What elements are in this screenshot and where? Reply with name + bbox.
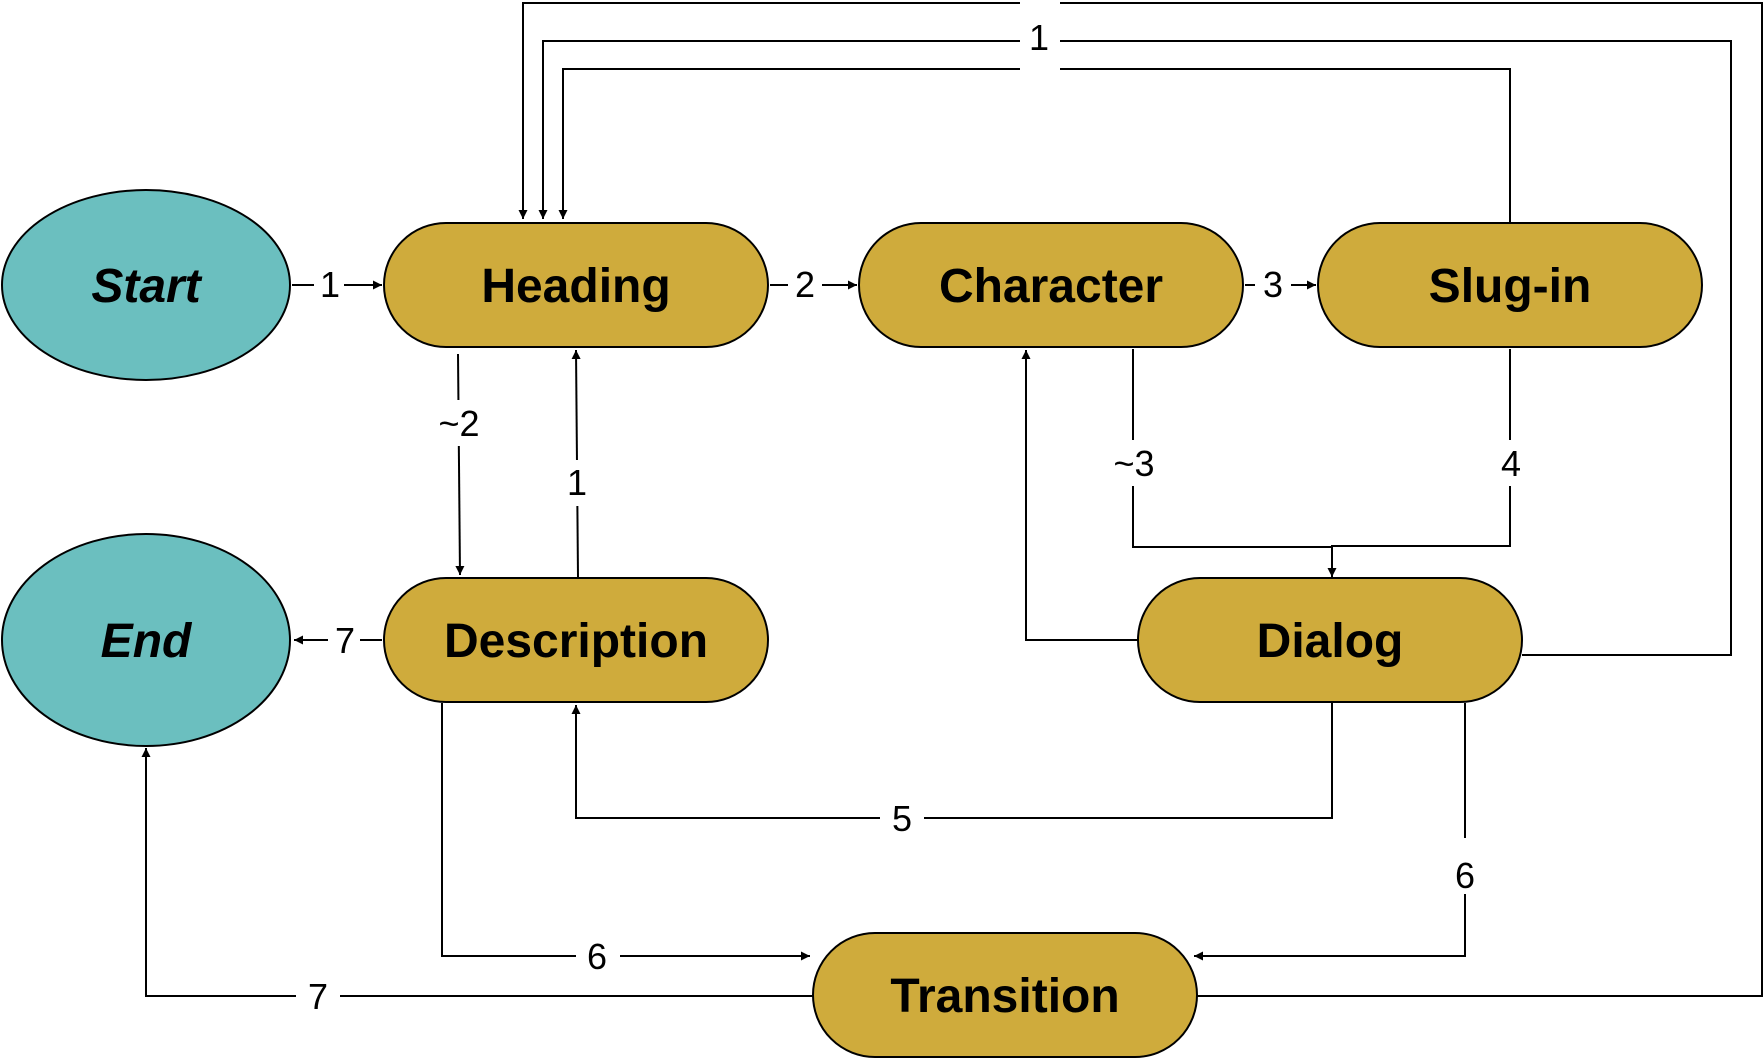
node-start-label: Start — [91, 260, 202, 313]
edge-label-heading-character: 2 — [795, 264, 815, 305]
node-start: Start — [1, 189, 291, 381]
edge-label-start-heading: 1 — [320, 264, 340, 305]
edge-transition-end — [141, 748, 813, 997]
node-dialog-label: Dialog — [1257, 615, 1404, 668]
edge-label-loop-heading: 1 — [1029, 17, 1049, 58]
node-transition: Transition — [812, 932, 1198, 1058]
edge-label-character-slugin: 3 — [1263, 264, 1283, 305]
edge-dialog-character — [1021, 350, 1138, 641]
edge-label-description-heading: 1 — [567, 462, 587, 503]
edge-label-transition-end: 7 — [308, 976, 328, 1017]
node-transition-label: Transition — [890, 970, 1119, 1023]
edge-dialog-transition — [1194, 703, 1466, 961]
edge-slugin-heading — [558, 68, 1511, 222]
edge-label-description-end: 7 — [335, 620, 355, 661]
edge-slugin-dialog — [1327, 349, 1511, 577]
edge-heading-description — [455, 353, 465, 576]
edge-description-transition — [441, 703, 810, 961]
node-slugin-label: Slug-in — [1429, 260, 1592, 313]
edge-label-description-transition: 6 — [587, 936, 607, 977]
node-character: Character — [858, 222, 1244, 348]
node-description-label: Description — [444, 615, 708, 668]
edge-label-heading-description: ~2 — [438, 403, 479, 444]
node-heading: Heading — [383, 222, 769, 348]
node-dialog: Dialog — [1137, 577, 1523, 703]
edge-label-character-dialog: ~3 — [1113, 443, 1154, 484]
node-end: End — [1, 533, 291, 747]
node-end-label: End — [101, 615, 193, 668]
edge-label-slugin-dialog: 4 — [1501, 443, 1521, 484]
edge-character-dialog — [1132, 349, 1332, 548]
edge-dialog-description — [571, 703, 1333, 819]
node-slugin: Slug-in — [1317, 222, 1703, 348]
edge-transition-heading — [518, 2, 1763, 997]
edge-label-dialog-description: 5 — [892, 798, 912, 839]
edge-label-dialog-transition: 6 — [1455, 855, 1475, 896]
edge-dialog-heading — [538, 40, 1732, 656]
node-description: Description — [383, 577, 769, 703]
node-heading-label: Heading — [481, 260, 670, 313]
node-character-label: Character — [939, 260, 1163, 313]
